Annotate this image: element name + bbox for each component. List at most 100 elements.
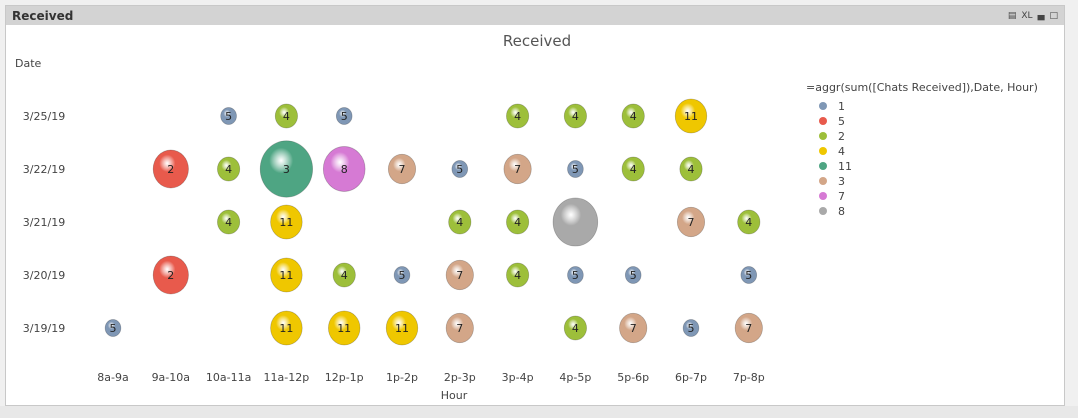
x-axis-title: Hour <box>441 389 468 402</box>
bubble[interactable] <box>387 153 417 185</box>
bubble-label: 5 <box>341 110 348 123</box>
bubble[interactable] <box>445 259 474 291</box>
bubble[interactable] <box>270 310 303 346</box>
x-tick-label: 12p-1p <box>325 371 364 384</box>
bubble[interactable] <box>451 160 469 178</box>
bubble[interactable] <box>674 98 708 134</box>
y-tick-label: 3/22/19 <box>23 163 65 176</box>
bubble-label: 7 <box>514 163 521 176</box>
bubble-label: 4 <box>225 163 232 176</box>
bubble[interactable] <box>217 209 241 235</box>
bubble-label: 4 <box>456 216 463 229</box>
x-tick-label: 3p-4p <box>502 371 534 384</box>
legend-swatch <box>819 177 827 185</box>
bubble-label: 2 <box>167 163 174 176</box>
bubble[interactable] <box>270 204 303 240</box>
bubble[interactable] <box>393 266 411 284</box>
bubble-label: 7 <box>399 163 406 176</box>
y-axis-title: Date <box>15 57 42 70</box>
x-tick-label: 1p-2p <box>386 371 418 384</box>
bubble[interactable] <box>270 257 303 293</box>
bubble[interactable] <box>679 156 703 182</box>
bubble[interactable] <box>217 156 241 182</box>
bubble-label: 4 <box>572 110 579 123</box>
bubble-label: 4 <box>283 110 290 123</box>
bubble[interactable] <box>621 156 645 182</box>
legend-label: 8 <box>838 205 845 218</box>
bubble[interactable] <box>506 262 530 288</box>
bubble-label: 5 <box>688 322 695 335</box>
bubble[interactable] <box>624 266 642 284</box>
legend-label: 2 <box>838 130 845 143</box>
x-tick-label: 10a-11a <box>206 371 251 384</box>
x-tick-label: 2p-3p <box>444 371 476 384</box>
bubble-label: 11 <box>279 322 293 335</box>
bubble-label: 4 <box>745 216 752 229</box>
x-tick-label: 8a-9a <box>97 371 128 384</box>
bubble[interactable] <box>274 103 298 129</box>
print-icon[interactable]: ▤ <box>1007 10 1017 21</box>
bubble-label: 11 <box>279 269 293 282</box>
bubble-label: 4 <box>688 163 695 176</box>
legend-label: 7 <box>838 190 845 203</box>
legend-swatch <box>819 147 827 155</box>
bubble[interactable] <box>152 255 189 295</box>
bubble[interactable] <box>220 107 237 125</box>
bubble-label: 5 <box>745 269 752 282</box>
bubble[interactable] <box>737 209 761 235</box>
bubble[interactable] <box>445 312 474 344</box>
title-bar: Received ▤ XL ▄ □ <box>6 6 1064 25</box>
bubble[interactable] <box>328 310 361 346</box>
bubble-label: 5 <box>572 269 579 282</box>
bubble-label: 7 <box>456 322 463 335</box>
bubble[interactable] <box>619 312 648 344</box>
bubble[interactable] <box>734 312 763 344</box>
x-tick-label: 7p-8p <box>733 371 765 384</box>
x-tick-label: 9a-10a <box>152 371 190 384</box>
chart-window: Received ▤ XL ▄ □ Received Date Hour 3/2… <box>5 5 1065 406</box>
bubble[interactable] <box>259 140 313 198</box>
bubble-label: 7 <box>630 322 637 335</box>
bubble[interactable] <box>152 149 189 189</box>
bubble-label: 11 <box>279 216 293 229</box>
y-tick-label: 3/25/19 <box>23 110 65 123</box>
bubble[interactable] <box>621 103 645 129</box>
bubble[interactable] <box>563 103 587 129</box>
bubble-label: 4 <box>225 216 232 229</box>
bubble[interactable] <box>448 209 472 235</box>
x-tick-label: 4p-5p <box>559 371 591 384</box>
bubble[interactable] <box>503 153 532 185</box>
bubble[interactable] <box>506 103 530 129</box>
x-tick-label: 11a-12p <box>264 371 310 384</box>
legend-label: 3 <box>838 175 845 188</box>
bubble[interactable] <box>332 262 356 288</box>
bubble[interactable] <box>563 315 587 341</box>
bubble[interactable] <box>506 209 530 235</box>
legend-label: 11 <box>838 160 852 173</box>
bubble[interactable] <box>322 146 366 192</box>
bubble[interactable] <box>335 107 353 125</box>
y-tick-label: 3/19/19 <box>23 322 65 335</box>
bubble-label: 11 <box>395 322 409 335</box>
minimize-icon[interactable]: ▄ <box>1037 10 1045 21</box>
legend-label: 4 <box>838 145 845 158</box>
maximize-icon[interactable]: □ <box>1049 10 1058 21</box>
legend-label: 1 <box>838 100 845 113</box>
bubble[interactable] <box>676 206 706 238</box>
y-tick-label: 3/20/19 <box>23 269 65 282</box>
bubble-label: 11 <box>684 110 698 123</box>
bubble[interactable] <box>682 319 700 337</box>
bubble-label: 7 <box>456 269 463 282</box>
bubble-label: 7 <box>688 216 695 229</box>
bubble[interactable] <box>567 266 584 284</box>
bubble[interactable] <box>740 266 758 284</box>
excel-icon[interactable]: XL <box>1021 10 1033 21</box>
bubble-label: 4 <box>630 163 637 176</box>
legend-swatch <box>819 117 827 125</box>
bubble[interactable] <box>567 160 584 178</box>
window-title: Received <box>12 8 74 23</box>
bubble[interactable] <box>104 319 122 337</box>
bubble[interactable] <box>552 197 599 247</box>
bubble[interactable] <box>385 310 419 346</box>
bubble-label: 7 <box>745 322 752 335</box>
